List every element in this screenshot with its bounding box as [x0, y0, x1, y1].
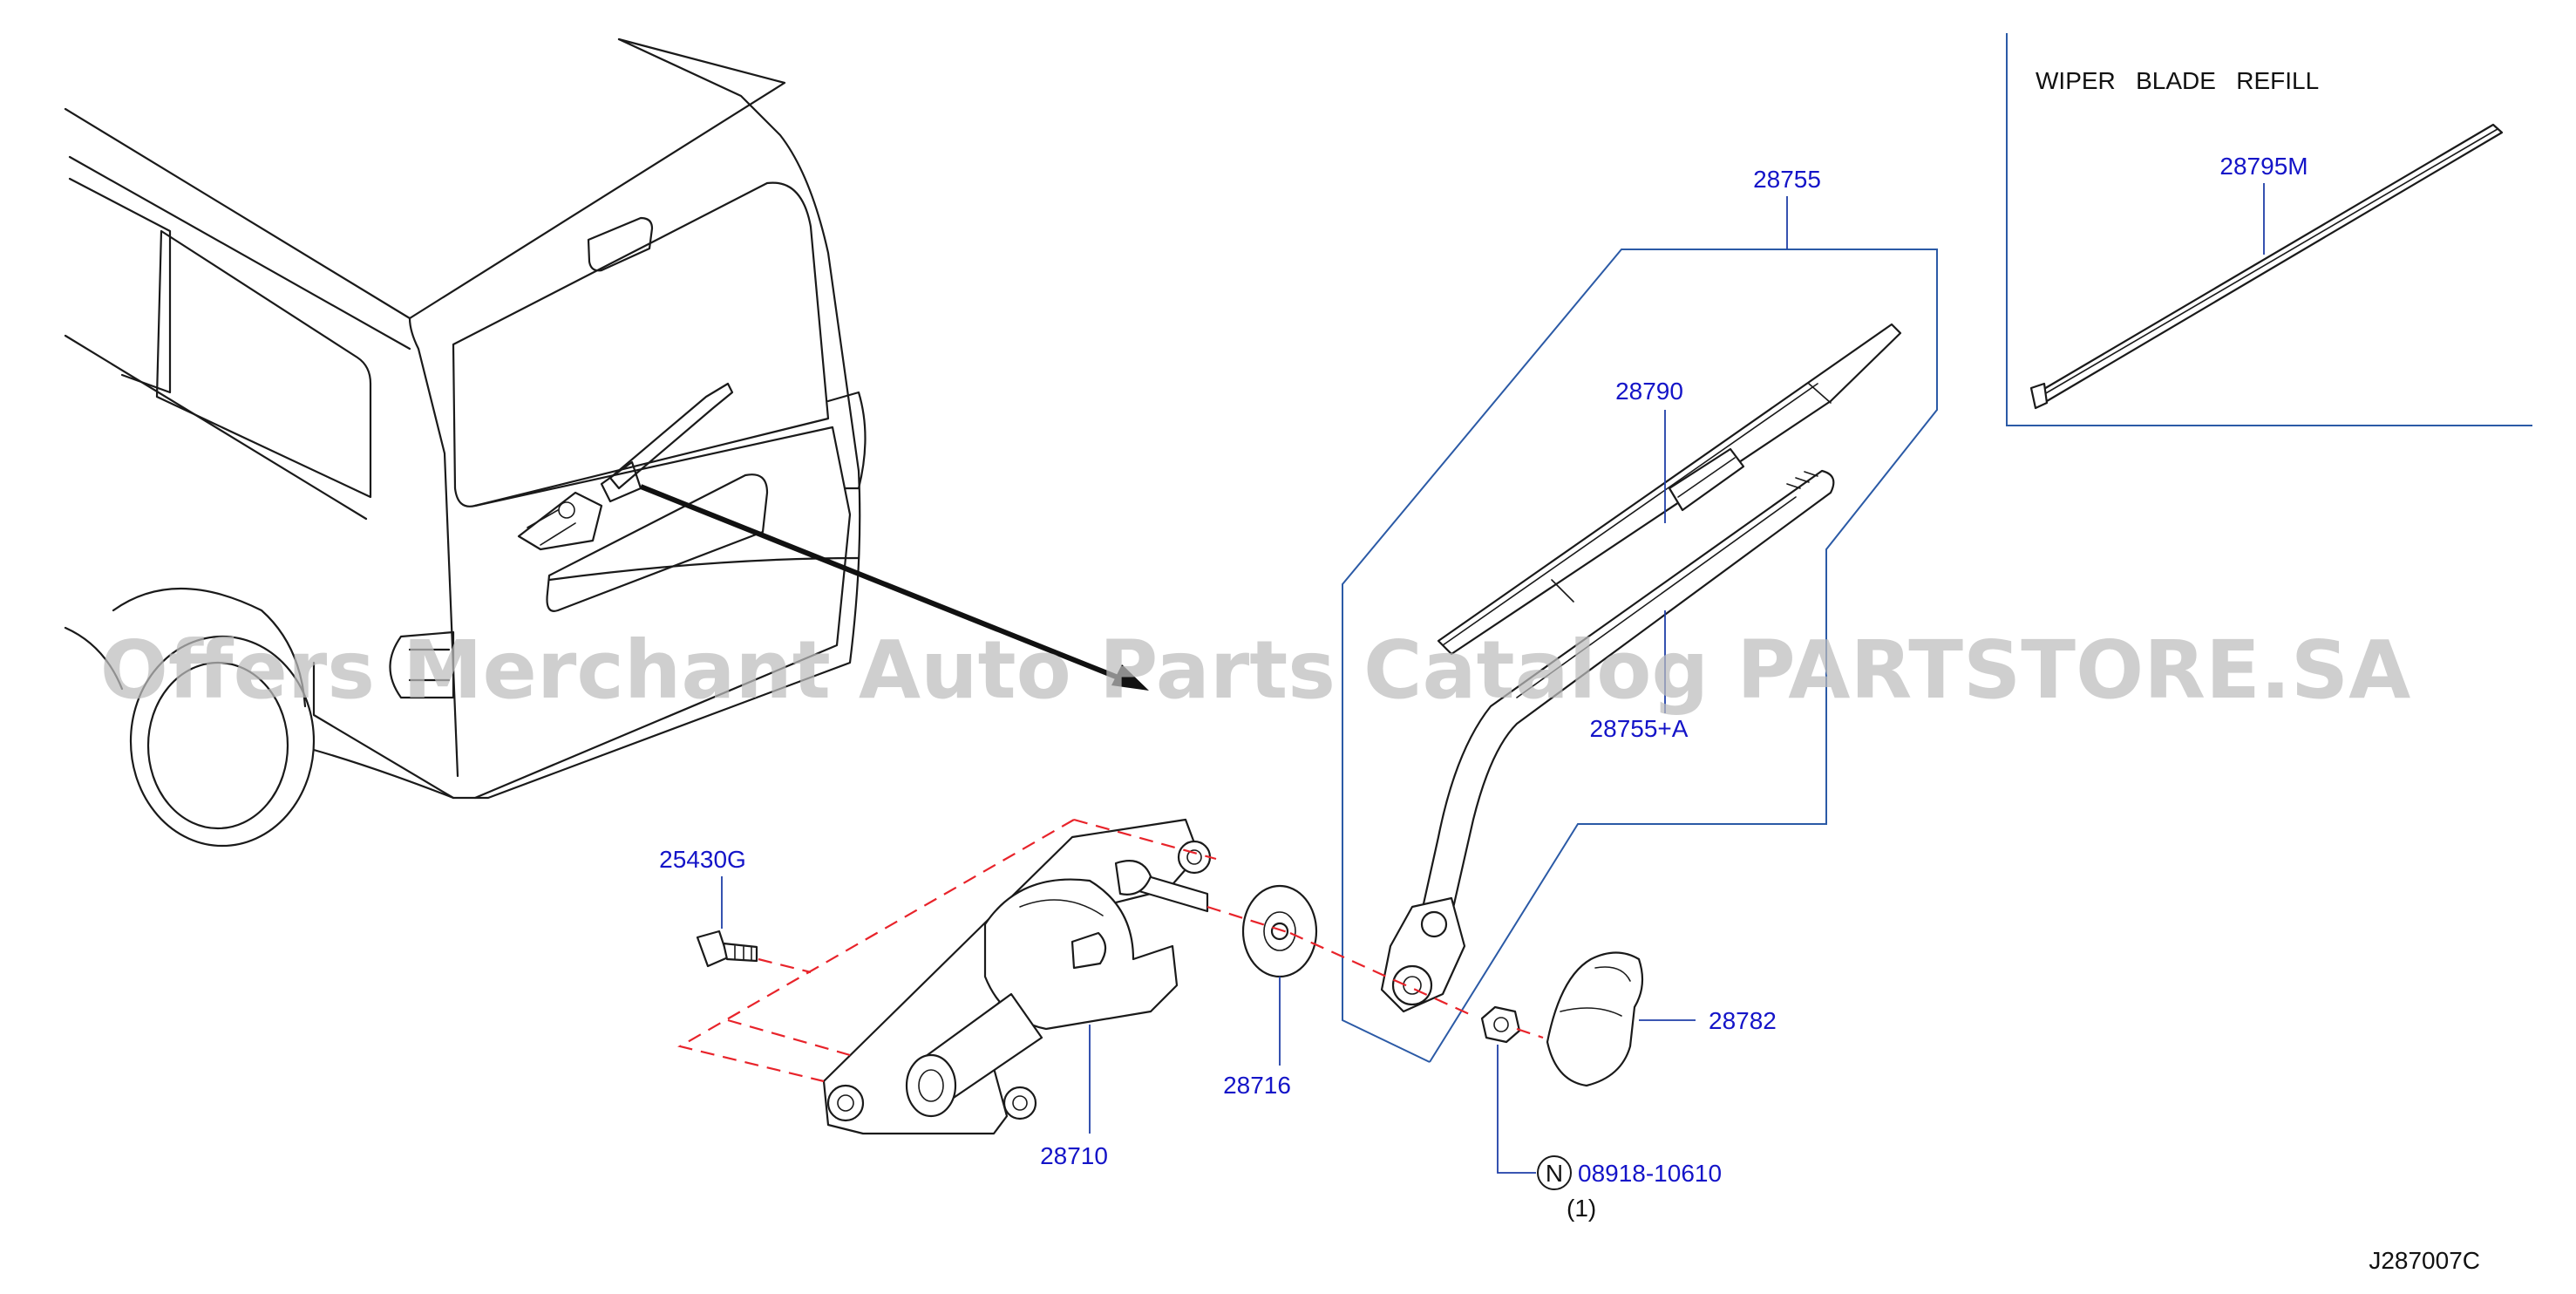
diagram-code: J287007C: [2369, 1247, 2480, 1274]
callout-08918-10610[interactable]: 08918-10610: [1578, 1160, 1722, 1187]
callout-28755A[interactable]: 28755+A: [1590, 715, 1689, 742]
callout-25430G[interactable]: 25430G: [659, 846, 746, 873]
wiper-motor-28710: [822, 818, 1212, 1135]
callout-28782[interactable]: 28782: [1709, 1007, 1777, 1034]
callout-28710[interactable]: 28710: [1040, 1142, 1108, 1169]
callout-28790[interactable]: 28790: [1615, 378, 1683, 405]
nut-08918-10610: [1480, 1005, 1521, 1044]
wiper-assembly-frame: [1342, 249, 1787, 1063]
callout-28795M[interactable]: 28795M: [2219, 153, 2308, 180]
location-arrow: [639, 484, 1149, 691]
arm-cap-28782: [1546, 951, 1644, 1087]
wiper-arm-28755A: [1380, 469, 1835, 1013]
callout-28755[interactable]: 28755: [1753, 166, 1821, 193]
watermark: Offers Merchant Auto Parts Catalog PARTS…: [100, 623, 2411, 717]
callout-28716[interactable]: 28716: [1223, 1072, 1291, 1099]
installation-dash-lines: [677, 818, 1544, 1083]
pivot-seal-28716: [1241, 884, 1318, 978]
bolt-25430G: [696, 930, 758, 968]
nut-symbol-circle: [1537, 1155, 1572, 1190]
refill-box-frame: [2006, 33, 2532, 426]
nut-symbol-letter: N: [1546, 1160, 1563, 1187]
van-rear-illustration: [64, 37, 867, 848]
wiper-blade-28790: [1437, 323, 1902, 656]
refill-header: WIPER BLADE REFILL: [2036, 67, 2319, 94]
nut-quantity: (1): [1567, 1195, 1596, 1222]
wiper-refill-28795M: [2029, 123, 2504, 410]
